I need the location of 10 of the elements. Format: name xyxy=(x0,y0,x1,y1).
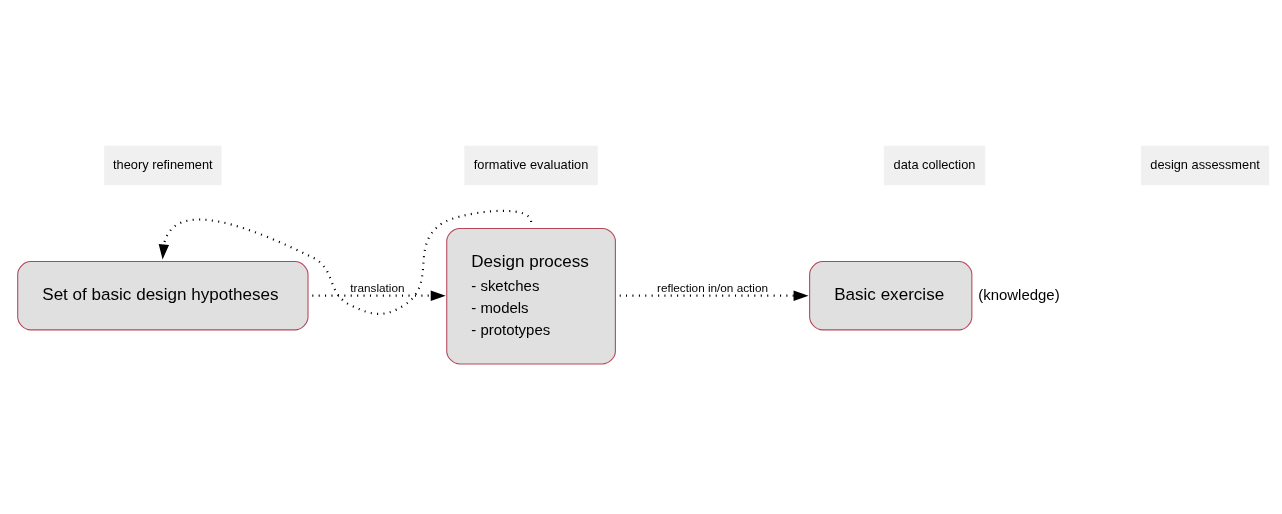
label: theory refinement xyxy=(113,156,213,172)
arrow xyxy=(158,209,533,315)
label: design assessment xyxy=(1150,156,1260,172)
edge-label: reflection in/on action xyxy=(657,281,768,295)
edge-label: translation xyxy=(350,281,405,295)
label: data collection xyxy=(893,156,976,172)
node-label: (knowledge) xyxy=(978,285,1060,303)
arrow xyxy=(312,290,446,301)
label: formative evaluation xyxy=(473,156,589,172)
arrow xyxy=(619,290,809,301)
